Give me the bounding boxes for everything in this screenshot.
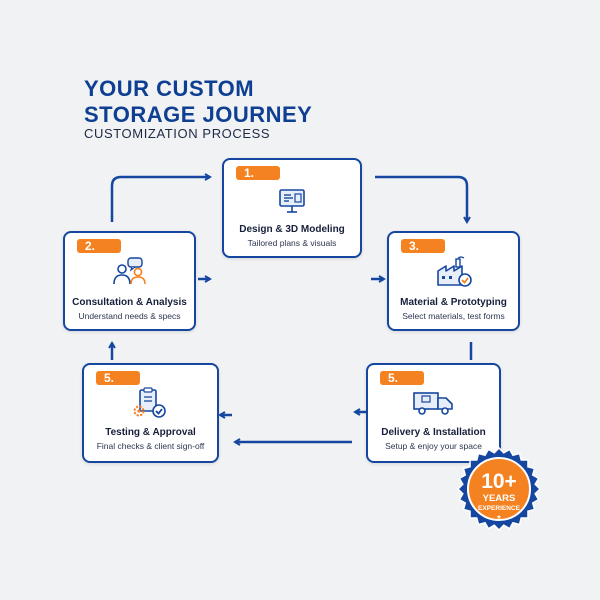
step-card-material: 3. Material & Prototyping Select materia… xyxy=(387,231,520,331)
step-title: Material & Prototyping xyxy=(400,297,507,308)
step-title: Consultation & Analysis xyxy=(72,297,187,308)
step-number-tab: 3. xyxy=(401,239,445,253)
step-card-design: 1. Design & 3D Modeling Tailored plans &… xyxy=(222,158,362,258)
step-subtitle: Setup & enjoy your space xyxy=(385,441,482,451)
title-line-2: STORAGE JOURNEY xyxy=(84,102,313,127)
badge-experience: EXPERIENCE xyxy=(478,505,521,512)
step-subtitle: Tailored plans & visuals xyxy=(247,238,337,248)
badge-years: YEARS xyxy=(483,493,516,504)
arrow-consultation-to-design xyxy=(110,173,212,222)
step-number-tab: 5. xyxy=(380,371,424,385)
arrow-design-to-material xyxy=(375,175,471,224)
step-title: Delivery & Installation xyxy=(381,427,486,438)
factory-icon xyxy=(434,255,474,294)
step-title: Testing & Approval xyxy=(105,427,196,438)
badge-star: ★ xyxy=(496,514,501,521)
step-card-consultation: 2. Consultation & Analysis Understand ne… xyxy=(63,231,196,331)
title-line-1: YOUR CUSTOM xyxy=(84,76,255,101)
step-number-tab: 2. xyxy=(77,239,121,253)
page-subtitle: CUSTOMIZATION PROCESS xyxy=(84,126,271,141)
badge-value: 10+ xyxy=(481,470,517,493)
design-board-icon xyxy=(277,188,307,219)
consultation-icon xyxy=(110,257,150,292)
step-number-tab: 1. xyxy=(236,166,280,180)
step-number-tab: 5. xyxy=(96,371,140,385)
experience-badge: 10+ YEARS EXPERIENCE ★ xyxy=(456,446,542,532)
step-subtitle: Select materials, test forms xyxy=(402,311,505,321)
step-title: Design & 3D Modeling xyxy=(239,224,345,235)
step-card-testing: 5. Testing & Approval Final checks & cli… xyxy=(82,363,219,463)
checklist-icon xyxy=(131,387,171,424)
step-subtitle: Understand needs & specs xyxy=(78,311,181,321)
step-card-delivery: 5. Delivery & Installation Setup & enjoy… xyxy=(366,363,501,463)
step-subtitle: Final checks & client sign-off xyxy=(96,441,205,451)
page-title: YOUR CUSTOM STORAGE JOURNEY xyxy=(84,76,312,128)
delivery-truck-icon xyxy=(412,389,456,422)
